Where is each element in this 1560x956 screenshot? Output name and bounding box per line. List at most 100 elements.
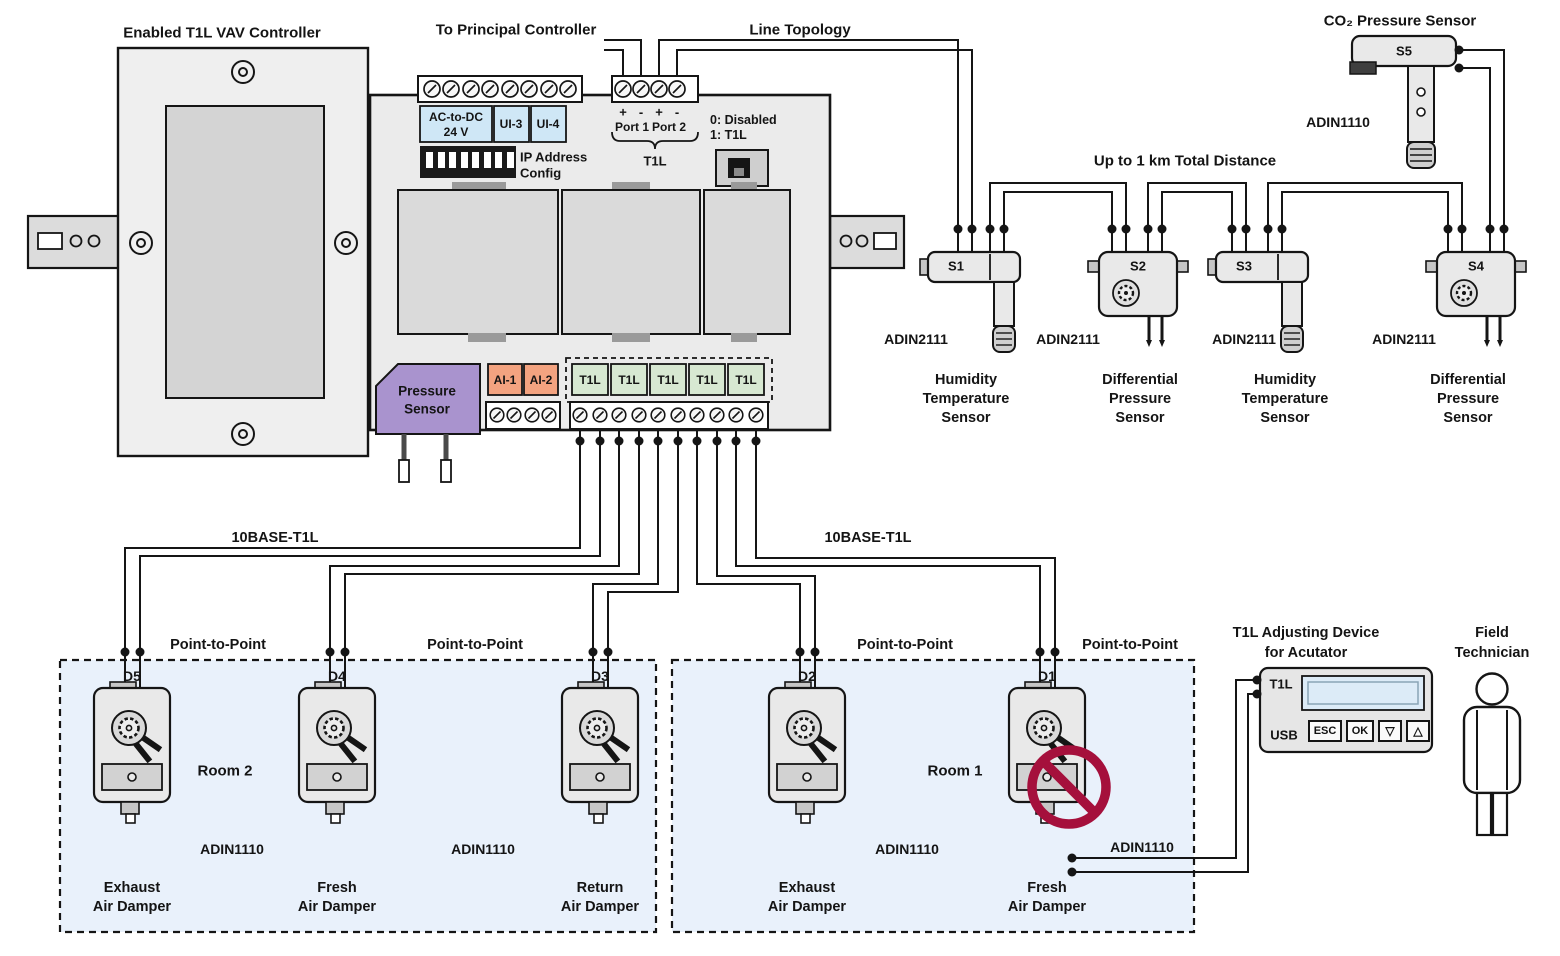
t1l-bus-label: T1L	[643, 153, 667, 169]
wire-principal-2	[604, 49, 624, 76]
sensor-s2-id: S2	[1130, 258, 1146, 274]
ui3-label: UI-3	[499, 117, 523, 131]
damper-d4-id: D4	[328, 668, 346, 684]
damper-d3-id: D3	[591, 668, 609, 684]
sensor-s1-id: S1	[948, 258, 964, 274]
damper-d2-id: D2	[798, 668, 816, 684]
damper-d4-chip: ADIN1110	[451, 841, 515, 857]
tenbase-t1l-label-right: 10BASE-T1L	[824, 529, 912, 546]
damper-d4-icon	[299, 682, 375, 823]
ai1-label: AI-1	[493, 373, 517, 387]
mode-label-line1: 0: Disabled	[710, 112, 777, 127]
ai2-box	[523, 363, 559, 396]
vav-mounting-plate	[116, 46, 370, 458]
damper-d1-name-2: Air Damper	[1007, 898, 1087, 915]
damper-d2-icon	[769, 682, 845, 823]
sensor-s2-type-1: Differential	[1102, 371, 1178, 388]
technician-label-2: Technician	[1454, 644, 1530, 661]
wire-principal-1	[604, 39, 642, 76]
damper-d1-chip: ADIN1110	[1110, 839, 1174, 855]
field-technician-icon	[1462, 672, 1522, 837]
sensor-s4-chip: ADIN2111	[1372, 331, 1436, 347]
damper-d5-chip: ADIN1110	[200, 841, 264, 857]
sensor-s3-chip: ADIN2111	[1212, 331, 1276, 347]
port1-label: Port 1	[614, 120, 650, 134]
polarity-minus-2: -	[674, 104, 680, 120]
device-display	[1301, 675, 1425, 711]
technician-label-1: Field	[1475, 624, 1509, 641]
adjusting-device-title-2: for Acutator	[1264, 644, 1348, 661]
mode-switch	[715, 149, 769, 187]
controller-title: Enabled T1L VAV Controller	[123, 24, 321, 42]
damper-d5-icon	[94, 682, 170, 823]
sensor-s4-type-3: Sensor	[1443, 409, 1493, 426]
sensor-s4-type-2: Pressure	[1436, 390, 1500, 407]
distance-label: Up to 1 km Total Distance	[1093, 152, 1277, 170]
damper-d1-id: D1	[1038, 668, 1056, 684]
sensor-s3-id: S3	[1236, 258, 1252, 274]
damper-d4-name-2: Air Damper	[297, 898, 377, 915]
damper-d5-name-2: Air Damper	[92, 898, 172, 915]
polarity-plus-2: +	[655, 104, 663, 120]
room-1-zone	[670, 658, 1196, 934]
sensor-s5-chip: ADIN1110	[1306, 114, 1370, 130]
to-principal-label: To Principal Controller	[435, 21, 597, 39]
pressure-sensor-block	[375, 363, 481, 483]
ai1-box	[487, 363, 523, 396]
ai2-label: AI-2	[529, 373, 553, 387]
mode-label-line2: 1: T1L	[710, 127, 747, 142]
analog-input-block	[485, 363, 561, 430]
t1l-port-label-1: T1L	[579, 373, 601, 387]
sensor-s1-type-1: Humidity	[934, 371, 998, 388]
damper-d5-name-1: Exhaust	[103, 879, 161, 896]
ui3-box	[493, 105, 530, 143]
polarity-minus-1: -	[638, 104, 644, 120]
t1l-port-terminal-strip	[611, 75, 699, 103]
ip-config-line1: IP Address	[520, 149, 588, 165]
t1l-port-label-2: T1L	[618, 373, 640, 387]
co2-sensor-label: CO₂ Pressure Sensor	[1323, 12, 1477, 30]
din-rail-left	[26, 214, 122, 270]
tenbase-t1l-label-left: 10BASE-T1L	[231, 529, 319, 546]
sensor-s2-type-2: Pressure	[1108, 390, 1172, 407]
damper-d1-name-1: Fresh	[1027, 879, 1067, 896]
power-box	[419, 105, 493, 143]
t1l-port-label-3: T1L	[657, 373, 679, 387]
ok-button[interactable]: OK	[1346, 720, 1374, 742]
ui4-box	[530, 105, 567, 143]
damper-d3-icon	[562, 682, 638, 823]
damper-d4-name-1: Fresh	[317, 879, 357, 896]
sensor-s4-type-1: Differential	[1430, 371, 1506, 388]
sensor-s3-type-3: Sensor	[1260, 409, 1310, 426]
sensor-s5-id: S5	[1396, 43, 1412, 59]
ui4-label: UI-4	[536, 117, 560, 131]
sensor-s1-type-3: Sensor	[941, 409, 991, 426]
port2-label: Port 2	[651, 120, 687, 134]
up-button[interactable]: △	[1406, 720, 1430, 742]
polarity-plus-1: +	[619, 104, 627, 120]
down-button[interactable]: ▽	[1378, 720, 1402, 742]
t1l-ports-block	[565, 357, 773, 430]
device-usb-label: USB	[1270, 727, 1298, 743]
esc-button[interactable]: ESC	[1308, 720, 1342, 742]
sensor-s5-icon	[1349, 34, 1458, 169]
damper-d2-name-1: Exhaust	[778, 879, 836, 896]
io-terminal-strip	[417, 75, 583, 103]
line-topology-label: Line Topology	[749, 21, 851, 39]
p2p-label-2: Point-to-Point	[427, 636, 523, 653]
p2p-label-1: Point-to-Point	[170, 636, 266, 653]
power-label-line1: AC-to-DC	[429, 110, 483, 124]
sensor-s1-chip: ADIN2111	[884, 331, 948, 347]
wire-topology-2	[676, 49, 973, 252]
ip-config-line2: Config	[520, 165, 562, 181]
vav-controller	[368, 75, 832, 483]
damper-d3-name-2: Air Damper	[560, 898, 640, 915]
damper-d2-chip: ADIN1110	[875, 841, 939, 857]
port-brace	[611, 131, 699, 150]
sensor-s3-type-1: Humidity	[1253, 371, 1317, 388]
connection-dots	[120, 45, 1509, 877]
t1l-port-label-5: T1L	[735, 373, 757, 387]
damper-d2-name-2: Air Damper	[767, 898, 847, 915]
